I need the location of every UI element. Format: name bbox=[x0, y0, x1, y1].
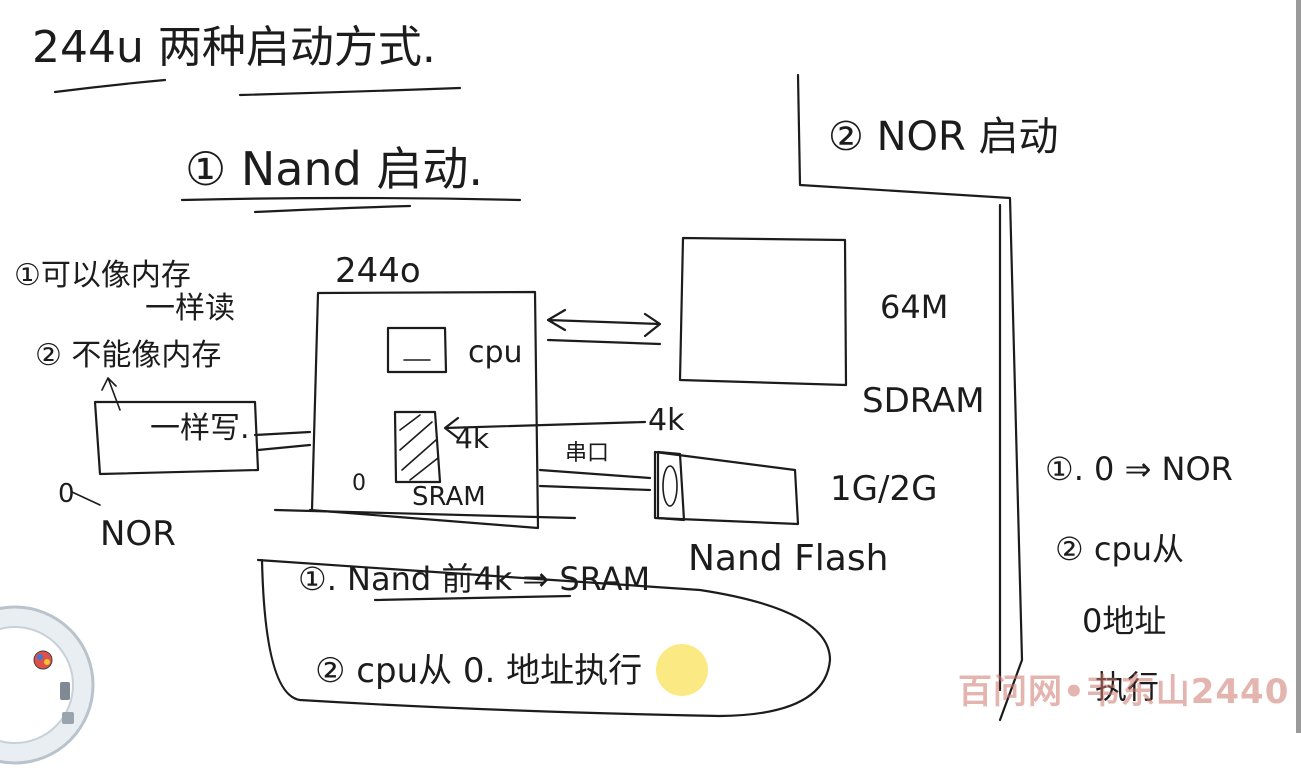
nand-step-1: ①. Nand 前4k ⇒ SRAM bbox=[298, 560, 650, 598]
whiteboard-canvas: 244u 两种启动方式. ① Nand 启动. ② NOR 启动 ①可以像内存 … bbox=[14, 22, 1233, 722]
cpu-label: cpu bbox=[468, 335, 523, 370]
nand-heading-underline-1 bbox=[180, 196, 522, 202]
nor-zero-line bbox=[71, 491, 101, 506]
bus-line-1 bbox=[538, 468, 652, 480]
pen-tool-icon[interactable] bbox=[60, 682, 70, 700]
note-arrow bbox=[101, 377, 121, 411]
chip-box bbox=[308, 290, 540, 530]
page-title: 244u 两种启动方式. bbox=[32, 22, 436, 73]
title-underline-left bbox=[53, 78, 167, 94]
flash-label: Nand Flash bbox=[688, 538, 888, 579]
nor-boot-step-2b: 0地址 bbox=[1082, 602, 1166, 640]
sdram-size: 64M bbox=[880, 288, 948, 326]
nor-note-2b: 一样写. bbox=[150, 411, 250, 446]
nor-note-1: ①可以像内存 bbox=[14, 258, 191, 293]
sram-box bbox=[393, 410, 442, 484]
nor-label: NOR bbox=[100, 514, 176, 554]
sram-zero: 0 bbox=[352, 471, 366, 496]
nor-note-2: ② 不能像内存 bbox=[35, 338, 221, 373]
sdram-label: SDRAM bbox=[862, 381, 985, 421]
flash-4k-hatch bbox=[662, 465, 678, 507]
nor-boot-heading: ② NOR 启动 bbox=[828, 114, 1059, 160]
nor-to-chip-line bbox=[253, 430, 312, 452]
nor-chip-box bbox=[93, 400, 260, 476]
window-edge bbox=[1296, 0, 1301, 733]
nand-heading: ① Nand 启动. bbox=[185, 142, 483, 196]
sdram-box bbox=[678, 236, 848, 387]
nand-heading-underline-2 bbox=[253, 204, 412, 214]
sram-hatch bbox=[399, 414, 439, 481]
nand-step-1-underline bbox=[373, 594, 572, 602]
nand-step-2: ② cpu从 0. 地址执行 bbox=[315, 651, 642, 691]
nor-column-divider bbox=[796, 73, 1024, 722]
nor-boot-step-2c: 执行 bbox=[1095, 668, 1159, 706]
cpu-box bbox=[386, 326, 448, 374]
title-underline-right bbox=[238, 86, 462, 97]
sram-arrow bbox=[443, 416, 647, 440]
nor-zero: 0 bbox=[58, 479, 75, 509]
drawing-tool-ring[interactable] bbox=[0, 600, 100, 770]
flash-capacity: 1G/2G bbox=[830, 469, 937, 509]
nor-boot-step-2a: ② cpu从 bbox=[1055, 530, 1184, 568]
chip-label: 244o bbox=[335, 251, 421, 291]
color-palette-icon[interactable] bbox=[33, 650, 53, 670]
steps-outline bbox=[256, 558, 832, 718]
cursor-highlight bbox=[656, 644, 708, 696]
bus-label: 串口 bbox=[565, 441, 609, 466]
eraser-tool-icon[interactable] bbox=[62, 712, 74, 724]
nor-boot-step-1: ①. 0 ⇒ NOR bbox=[1045, 450, 1233, 488]
nor-note-1b: 一样读 bbox=[145, 291, 235, 326]
flash-box bbox=[653, 450, 800, 526]
watermark: 百问网•韦东山2440 bbox=[958, 672, 1290, 712]
flash-4k-region bbox=[656, 450, 686, 522]
bus-line-2 bbox=[538, 484, 652, 492]
chip-bottom-line bbox=[273, 508, 577, 520]
flash-size: 4k bbox=[648, 403, 685, 438]
chip-sdram-arrow bbox=[546, 308, 662, 346]
sram-label: SRAM bbox=[412, 482, 486, 512]
